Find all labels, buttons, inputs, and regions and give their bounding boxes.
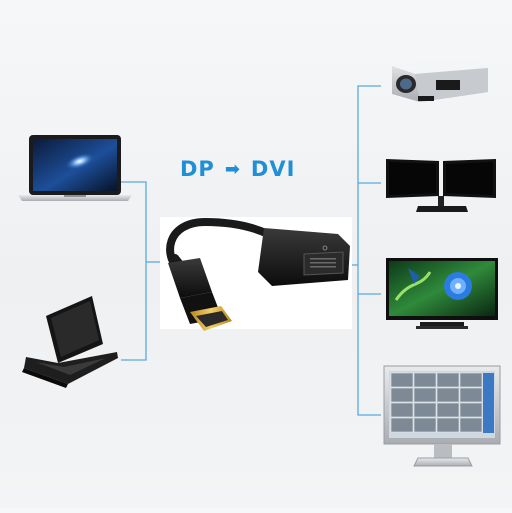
conversion-title: DP ➡ DVI bbox=[180, 157, 310, 181]
projector-icon bbox=[392, 60, 488, 102]
target-label: DVI bbox=[250, 157, 296, 181]
display-bracket bbox=[357, 85, 381, 416]
dual-monitor-icon bbox=[386, 159, 496, 212]
arrow-right-icon: ➡ bbox=[224, 158, 241, 180]
dp-to-dvi-adapter-icon bbox=[166, 217, 350, 331]
source-bracket bbox=[121, 181, 147, 361]
laptop-icon bbox=[18, 135, 132, 201]
tv-icon bbox=[386, 258, 498, 329]
open-laptop-icon bbox=[22, 296, 118, 388]
source-label: DP bbox=[180, 157, 215, 181]
connector-lines bbox=[121, 85, 381, 416]
cctv-monitor-icon bbox=[383, 365, 501, 467]
